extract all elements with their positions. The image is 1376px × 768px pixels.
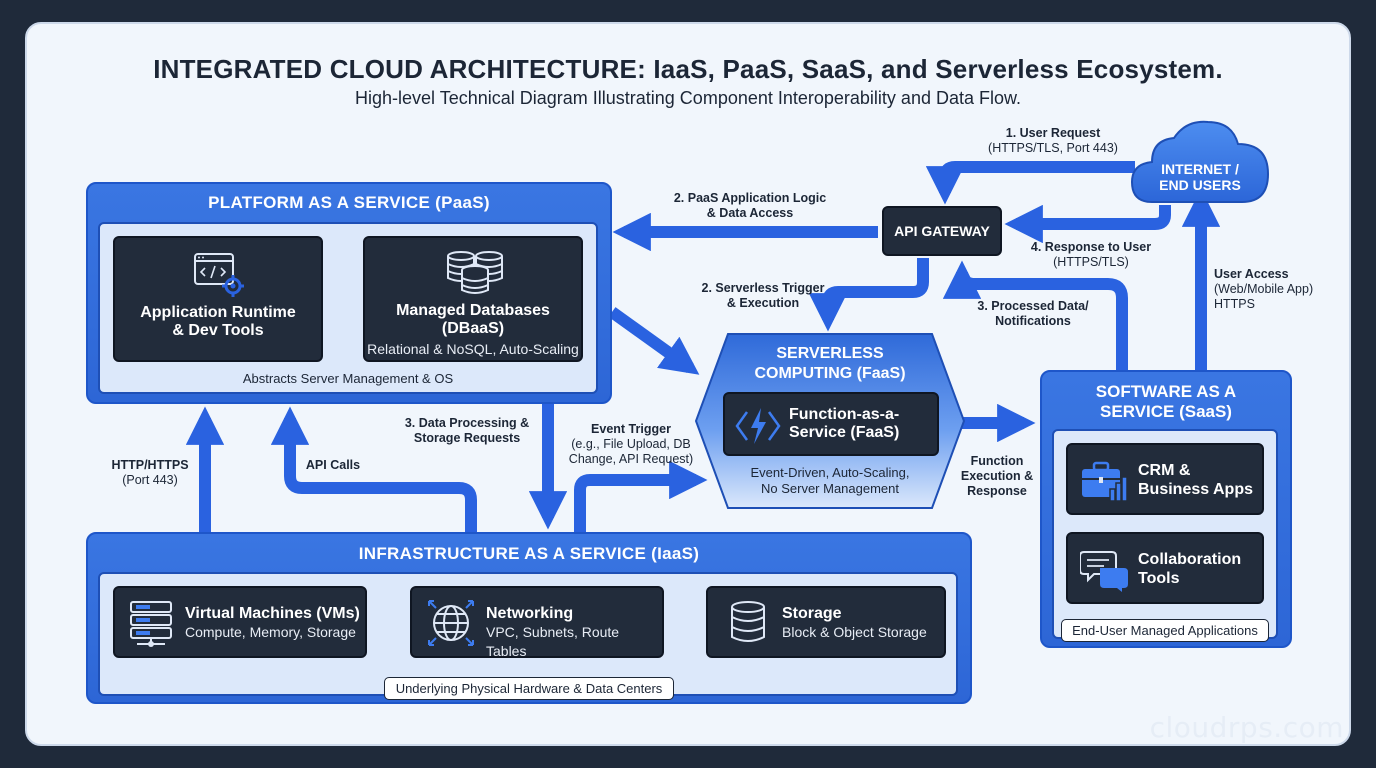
- databases-card[interactable]: Managed Databases (DBaaS) Relational & N…: [363, 236, 583, 362]
- saas-title: SOFTWARE AS A SERVICE (SaaS): [1095, 382, 1237, 421]
- chat-bubbles-icon: [1080, 551, 1128, 592]
- diagram-title: INTEGRATED CLOUD ARCHITECTURE: IaaS, Paa…: [153, 54, 1223, 84]
- label-data-processing: 3. Data Processing & Storage Requests: [404, 416, 530, 445]
- server-icon: [130, 601, 172, 647]
- briefcase-chart-icon: [1082, 461, 1128, 502]
- iaas-caption: Underlying Physical Hardware & Data Cent…: [384, 677, 674, 700]
- arrow-serverless-trigger: [808, 258, 929, 332]
- label-event-trigger: Event Trigger (e.g., File Upload, DB Cha…: [568, 422, 694, 466]
- label-user-request: 1. User Request (HTTPS/TLS, Port 443): [988, 126, 1118, 155]
- arrow-response: [1004, 204, 1171, 244]
- iaas-title: INFRASTRUCTURE AS A SERVICE (IaaS): [358, 544, 700, 563]
- networking-label: Networking VPC, Subnets, Route Tables: [486, 605, 620, 659]
- api-gateway-label: API GATEWAY: [894, 223, 990, 239]
- storage-cylinder-icon: [731, 601, 765, 642]
- brand-watermark: cloudrps.com: [1149, 711, 1344, 744]
- saas-caption: End-User Managed Applications: [1061, 619, 1269, 642]
- lightning-bolt-icon: [735, 408, 781, 444]
- collab-label: Collaboration Tools: [1138, 551, 1242, 587]
- label-serverless-trigger: 2. Serverless Trigger & Execution: [701, 281, 825, 310]
- storage-card[interactable]: Storage Block & Object Storage: [706, 586, 946, 658]
- label-function-exec: Function Execution & Response: [960, 454, 1034, 498]
- label-http: HTTP/HTTPS (Port 443): [111, 458, 189, 487]
- faas-label: Function-as-a- Service (FaaS): [789, 406, 900, 441]
- arrow-processed: [942, 260, 1128, 370]
- globe-network-icon: [428, 600, 474, 646]
- runtime-card[interactable]: Application Runtime & Dev Tools: [113, 236, 323, 362]
- internet-label: INTERNET / END USERS: [1159, 161, 1241, 193]
- crm-label: CRM & Business Apps: [1138, 462, 1253, 498]
- arrow-user-request: [925, 161, 1135, 205]
- faas-card[interactable]: Function-as-a- Service (FaaS): [723, 392, 939, 456]
- api-gateway[interactable]: API GATEWAY: [882, 206, 1002, 256]
- databases-label: Managed Databases (DBaaS) Relational & N…: [367, 302, 579, 357]
- label-user-access: User Access (Web/Mobile App) HTTPS: [1214, 267, 1314, 311]
- networking-card[interactable]: Networking VPC, Subnets, Route Tables: [410, 586, 664, 659]
- database-icon: [447, 251, 503, 294]
- storage-label: Storage Block & Object Storage: [782, 605, 927, 640]
- crm-card[interactable]: CRM & Business Apps: [1066, 443, 1264, 515]
- label-api-calls: API Calls: [305, 458, 361, 472]
- runtime-label: Application Runtime & Dev Tools: [140, 304, 296, 339]
- vms-card[interactable]: Virtual Machines (VMs) Compute, Memory, …: [113, 586, 367, 658]
- vms-label: Virtual Machines (VMs) Compute, Memory, …: [185, 605, 360, 640]
- paas-caption: Abstracts Server Management & OS: [242, 371, 454, 386]
- serverless-title: SERVERLESS COMPUTING (FaaS): [754, 345, 906, 382]
- label-paas-logic: 2. PaaS Application Logic & Data Access: [673, 191, 827, 220]
- diagram-subtitle: High-level Technical Diagram Illustratin…: [355, 88, 1021, 108]
- code-gear-icon: [194, 253, 244, 297]
- paas-title: PLATFORM AS A SERVICE (PaaS): [208, 193, 490, 212]
- serverless-caption: Event-Driven, Auto-Scaling, No Server Ma…: [750, 465, 910, 496]
- label-processed: 3. Processed Data/ Notifications: [977, 299, 1089, 328]
- collab-card[interactable]: Collaboration Tools: [1066, 532, 1264, 604]
- arrow-paas-to-serverless: [608, 307, 700, 375]
- label-response: 4. Response to User (HTTPS/TLS): [1030, 240, 1152, 269]
- arrow-event-trigger: [574, 460, 708, 532]
- arrow-api-calls: [270, 406, 477, 532]
- cloud-icon: [1130, 120, 1270, 203]
